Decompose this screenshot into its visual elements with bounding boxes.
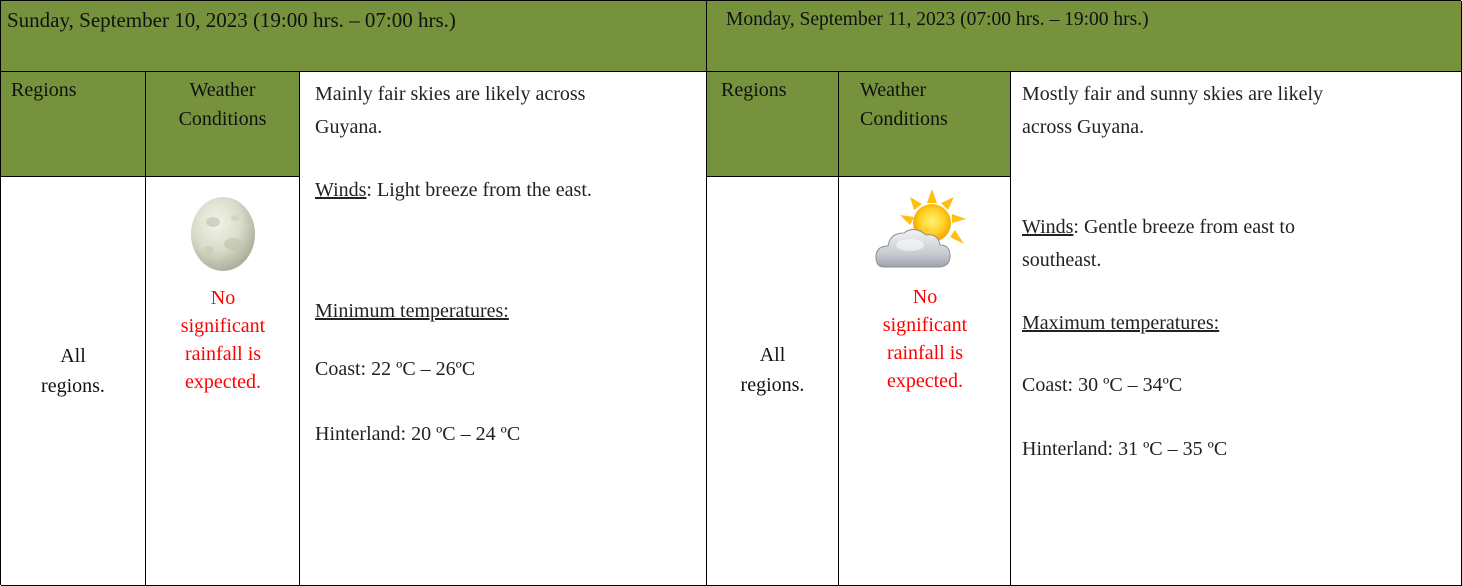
sunday-weather-header: Weather Conditions [146,72,300,177]
monday-region-line2: regions. [740,374,805,396]
monday-winds-text-1: : Gentle breeze from east to [1073,216,1295,238]
sunday-title: Sunday, September 10, 2023 (19:00 hrs. –… [7,8,456,32]
sunday-summary-line1: Mainly fair skies are likely across [315,83,586,105]
monday-winds-line2: southeast. [1022,249,1102,271]
monday-summary-line1: Mostly fair and sunny skies are likely [1022,83,1324,105]
sunday-rain-line2: significant [180,315,266,337]
sunday-weather-header-line2: Conditions [178,108,267,130]
sunday-region-line2: regions. [41,375,105,397]
sunday-summary-line2: Guyana. [315,116,383,138]
monday-title: Monday, September 11, 2023 (07:00 hrs. –… [726,9,1149,30]
monday-rain-note: No significant rainfall is expected. [839,283,1011,395]
monday-temp-heading: Maximum temperatures: [1022,312,1220,334]
sunday-regions-header-label: Regions [11,79,77,101]
sunday-rain-line3: rainfall is [184,343,262,365]
monday-summary-line2: across Guyana. [1022,116,1145,138]
monday-winds-label: Winds [1022,216,1074,238]
monday-weather-header-line1: Weather [860,79,927,101]
monday-rain-line2: significant [882,314,968,336]
sunday-winds: Winds: Light breeze from the east. [315,176,592,205]
monday-regions-header: Regions [707,72,839,177]
sunday-coast-temp: Coast: 22 ºC – 26ºC [315,358,476,380]
monday-hinterland-temp: Hinterland: 31 ºC – 35 ºC [1022,438,1228,460]
monday-rain-line3: rainfall is [886,342,964,364]
monday-title-cell: Monday, September 11, 2023 (07:00 hrs. –… [707,1,1462,72]
sunday-weather-header-line1: Weather [189,79,256,101]
sunday-rain-note: No significant rainfall is expected. [146,284,300,396]
sunday-regions-header: Regions [1,72,146,177]
sunday-rain-line1: No [210,287,236,309]
sunday-description-cell: Mainly fair skies are likely across Guya… [300,72,707,586]
sun-behind-cloud-icon [875,189,966,268]
full-moon-icon [191,197,255,271]
monday-weather-header: Weather Conditions [839,72,1011,177]
sunday-region-cell: All regions. [1,177,146,586]
sunday-winds-text: : Light breeze from the east. [366,179,592,201]
monday-coast-temp: Coast: 30 ºC – 34ºC [1022,374,1183,396]
monday-weather-header-line2: Conditions [860,108,948,130]
monday-winds-line1: Winds: Gentle breeze from east to [1022,213,1295,242]
monday-region-line1: All [759,344,786,366]
monday-description-cell: Mostly fair and sunny skies are likely a… [1011,72,1462,586]
sunday-winds-label: Winds [315,179,367,201]
sunday-title-cell: Sunday, September 10, 2023 (19:00 hrs. –… [1,1,707,72]
sunday-region-line1: All [60,345,86,367]
monday-region-cell: All regions. [707,177,839,586]
monday-rain-line1: No [912,286,938,308]
sunday-rain-line4: expected. [184,371,262,393]
sunday-temp-heading: Minimum temperatures: [315,300,509,322]
monday-conditions-cell: No significant rainfall is expected. [839,177,1011,586]
monday-rain-line4: expected. [886,370,964,392]
sunday-hinterland-temp: Hinterland: 20 ºC – 24 ºC [315,423,521,445]
sunday-conditions-cell: No significant rainfall is expected. [146,177,300,586]
monday-regions-header-label: Regions [721,79,787,101]
